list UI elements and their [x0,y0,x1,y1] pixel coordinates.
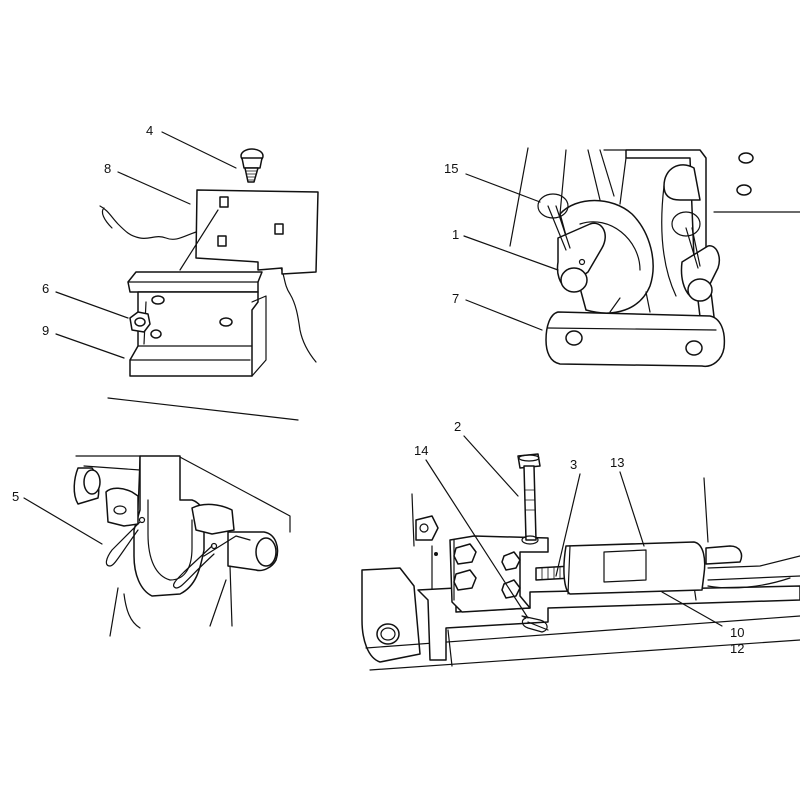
leader-8 [117,171,191,205]
leader-4 [161,131,237,169]
leader-2 [463,435,519,497]
callout-1: 1 [452,227,460,242]
callout-9: 9 [42,323,50,338]
callout-2: 2 [454,419,462,434]
leader-13 [619,471,645,547]
leader-lines [23,131,723,627]
callout-7: 7 [452,291,460,306]
callout-13: 13 [610,455,625,470]
callout-6: 6 [42,281,50,296]
leader-9 [55,333,125,359]
callout-4: 4 [146,123,154,138]
callout-12: 12 [730,641,745,656]
leader-15 [465,173,541,203]
callout-5: 5 [12,489,20,504]
callout-14: 14 [414,443,429,458]
leader-6 [55,291,129,319]
leader-1 [463,235,559,271]
callout-10: 10 [730,625,745,640]
view-top-left [99,148,319,421]
callout-3: 3 [570,457,578,472]
leader-7 [465,299,543,331]
leader-5 [23,497,103,545]
callout-8: 8 [104,161,112,176]
leader-3 [555,473,581,577]
leader-14 [425,459,529,619]
leader-10 [661,591,723,627]
callout-15: 15 [444,161,459,176]
view-bottom-left [73,455,291,637]
view-top-right [509,147,800,368]
